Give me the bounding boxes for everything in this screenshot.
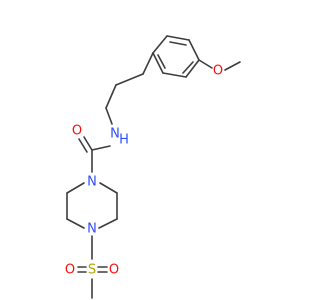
atom-methoxy-oxygen: O (213, 64, 223, 79)
atom-piperazine-nitrogen-1: N (87, 175, 97, 190)
bond-C=O-b (78, 138, 88, 153)
molecule-diagram: O N H O N N S O O (65, 35, 241, 299)
atom-sulfonyl-oxygen-left: O (65, 263, 75, 278)
atom-sulfur: S (88, 263, 96, 278)
bond-N-C (91, 145, 111, 151)
bond-chain-1 (142, 52, 154, 75)
bond-C=O-a (83, 136, 93, 151)
benzene-ring (152, 35, 200, 78)
bond-chain-N (105, 107, 113, 125)
atom-sulfonyl-oxygen-right: O (109, 263, 119, 278)
bond-O-CH3 (224, 61, 241, 71)
atom-piperazine-nitrogen-4: N (87, 222, 97, 237)
bond-chain-3 (105, 84, 117, 109)
piperazine-ring (66, 182, 118, 229)
atom-carbonyl-oxygen: O (72, 124, 82, 139)
atom-amide-nitrogen: N (110, 127, 120, 142)
atom-amide-hydrogen: H (119, 133, 129, 148)
bond-chain-2 (115, 73, 144, 86)
molecule-structure: O N H O N N S O O (65, 35, 241, 299)
bond-ring-O (198, 59, 213, 69)
